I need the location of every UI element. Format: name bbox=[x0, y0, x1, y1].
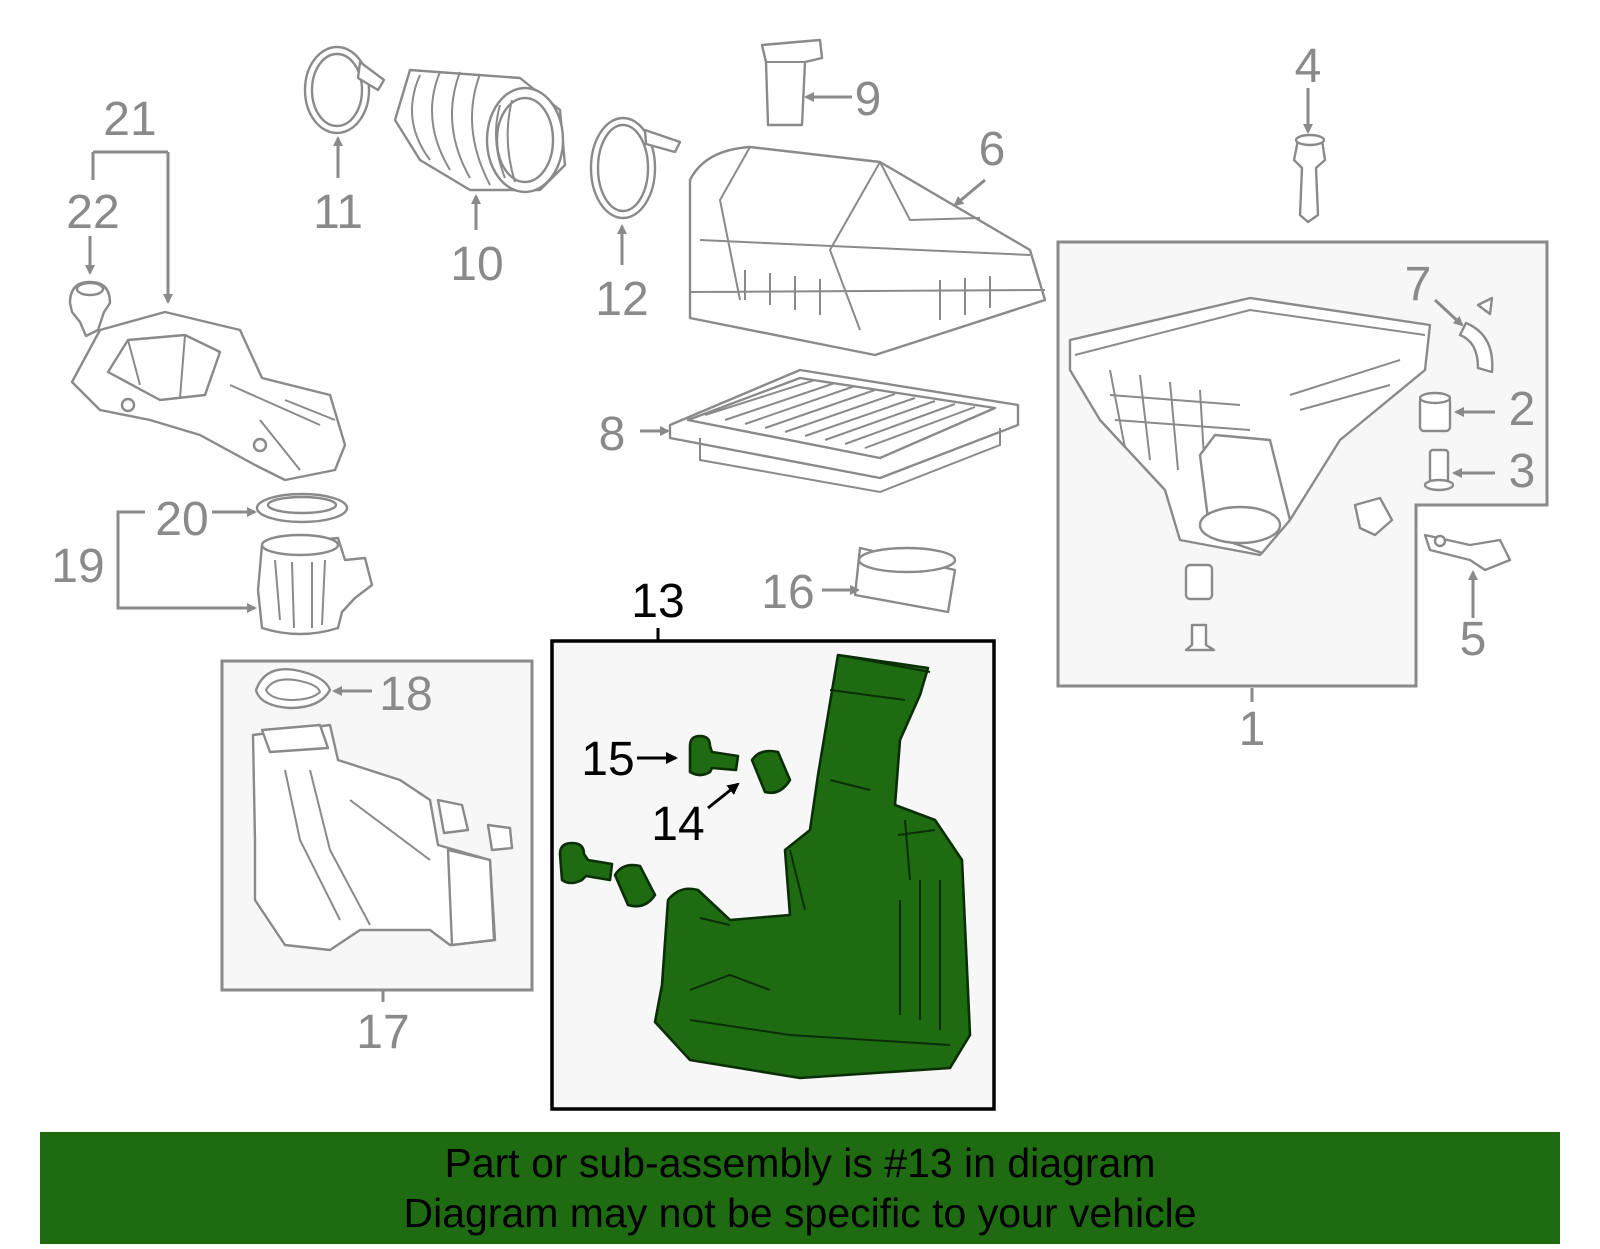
seal-part-16 bbox=[853, 546, 957, 614]
callout-15: 15 bbox=[581, 733, 634, 786]
collar-part-14-lower bbox=[613, 863, 657, 908]
airflow-sensor-part-9 bbox=[760, 38, 824, 127]
grommet-lower bbox=[1184, 563, 1216, 652]
callout-20: 20 bbox=[155, 493, 208, 546]
bolt-part-4 bbox=[1292, 133, 1327, 224]
callout-14: 14 bbox=[651, 798, 704, 851]
callout-8: 8 bbox=[599, 408, 626, 461]
seal-part-18 bbox=[254, 668, 332, 710]
callout-21: 21 bbox=[103, 93, 156, 146]
air-cleaner-cover-part-6 bbox=[688, 145, 1047, 357]
collar-part-14-upper bbox=[750, 749, 792, 795]
hose-clamp-part-12 bbox=[589, 116, 682, 220]
resonator-part-13 bbox=[653, 653, 972, 1080]
callout-2: 2 bbox=[1509, 383, 1536, 436]
collar-part-3 bbox=[1423, 448, 1455, 492]
callout-3: 3 bbox=[1509, 445, 1536, 498]
banner-line-2: Diagram may not be specific to your vehi… bbox=[403, 1190, 1197, 1236]
grommet-part-2 bbox=[1418, 391, 1452, 433]
intake-hose-part-10 bbox=[393, 68, 567, 194]
callout-4: 4 bbox=[1295, 40, 1322, 93]
callout-17: 17 bbox=[356, 1006, 409, 1059]
throttle-adapter-part-19 bbox=[256, 533, 374, 636]
bracket-part-7 bbox=[1458, 296, 1494, 374]
callout-22: 22 bbox=[66, 186, 119, 239]
callout-6: 6 bbox=[979, 123, 1006, 176]
air-duct-part-17 bbox=[251, 723, 514, 952]
callout-13: 13 bbox=[631, 575, 684, 628]
callout-18: 18 bbox=[379, 668, 432, 721]
hose-clamp-part-11 bbox=[303, 45, 386, 135]
grommet-side bbox=[1353, 496, 1394, 537]
callout-19: 19 bbox=[51, 540, 104, 593]
callout-12: 12 bbox=[595, 273, 648, 326]
callout-11: 11 bbox=[313, 186, 363, 239]
callout-7: 7 bbox=[1405, 258, 1432, 311]
callout-16: 16 bbox=[761, 566, 814, 619]
callout-10: 10 bbox=[450, 238, 503, 291]
callout-1: 1 bbox=[1239, 703, 1266, 756]
banner-line-1: Part or sub-assembly is #13 in diagram bbox=[444, 1140, 1156, 1186]
callout-5: 5 bbox=[1460, 613, 1487, 666]
air-cleaner-case-part-1 bbox=[1068, 296, 1432, 557]
bracket-part-5 bbox=[1423, 533, 1512, 572]
bolt-part-15-lower bbox=[558, 841, 614, 885]
intake-duct-part-21 bbox=[70, 310, 347, 482]
clip-part-22 bbox=[68, 280, 112, 338]
bolt-part-15-upper bbox=[688, 734, 740, 777]
air-filter-part-8 bbox=[668, 368, 1020, 494]
gasket-part-20 bbox=[255, 492, 349, 524]
callout-9: 9 bbox=[855, 73, 882, 126]
info-banner: Part or sub-assembly is #13 in diagram D… bbox=[40, 1132, 1560, 1244]
